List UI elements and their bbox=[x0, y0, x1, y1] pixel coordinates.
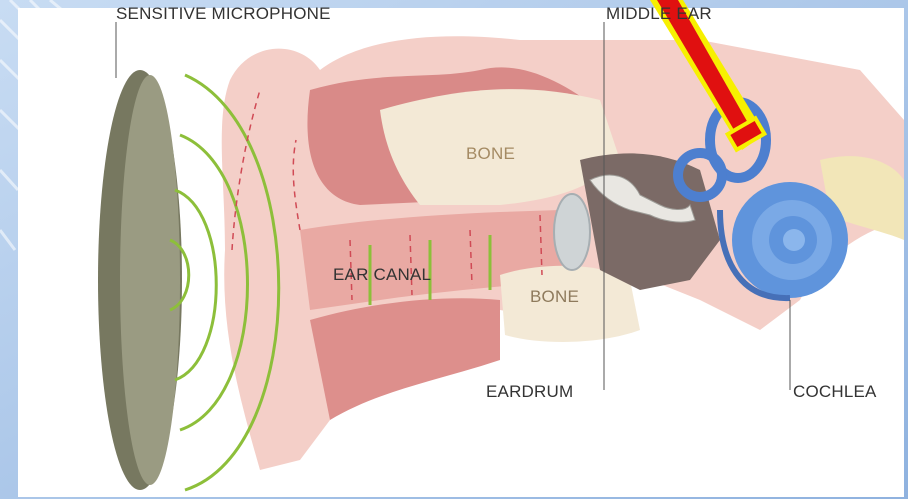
label-middle-ear: MIDDLE EAR bbox=[606, 4, 712, 24]
label-bone-lower: BONE bbox=[530, 287, 579, 307]
label-eardrum: EARDRUM bbox=[486, 382, 573, 402]
eardrum-shape bbox=[554, 194, 590, 270]
microphone-disc bbox=[98, 70, 182, 490]
label-sensitive-microphone: SENSITIVE MICROPHONE bbox=[116, 4, 331, 24]
label-ear-canal: EAR CANAL bbox=[333, 265, 431, 285]
label-cochlea: COCHLEA bbox=[793, 382, 877, 402]
lower-tissue bbox=[310, 298, 500, 420]
label-bone-upper: BONE bbox=[466, 144, 515, 164]
